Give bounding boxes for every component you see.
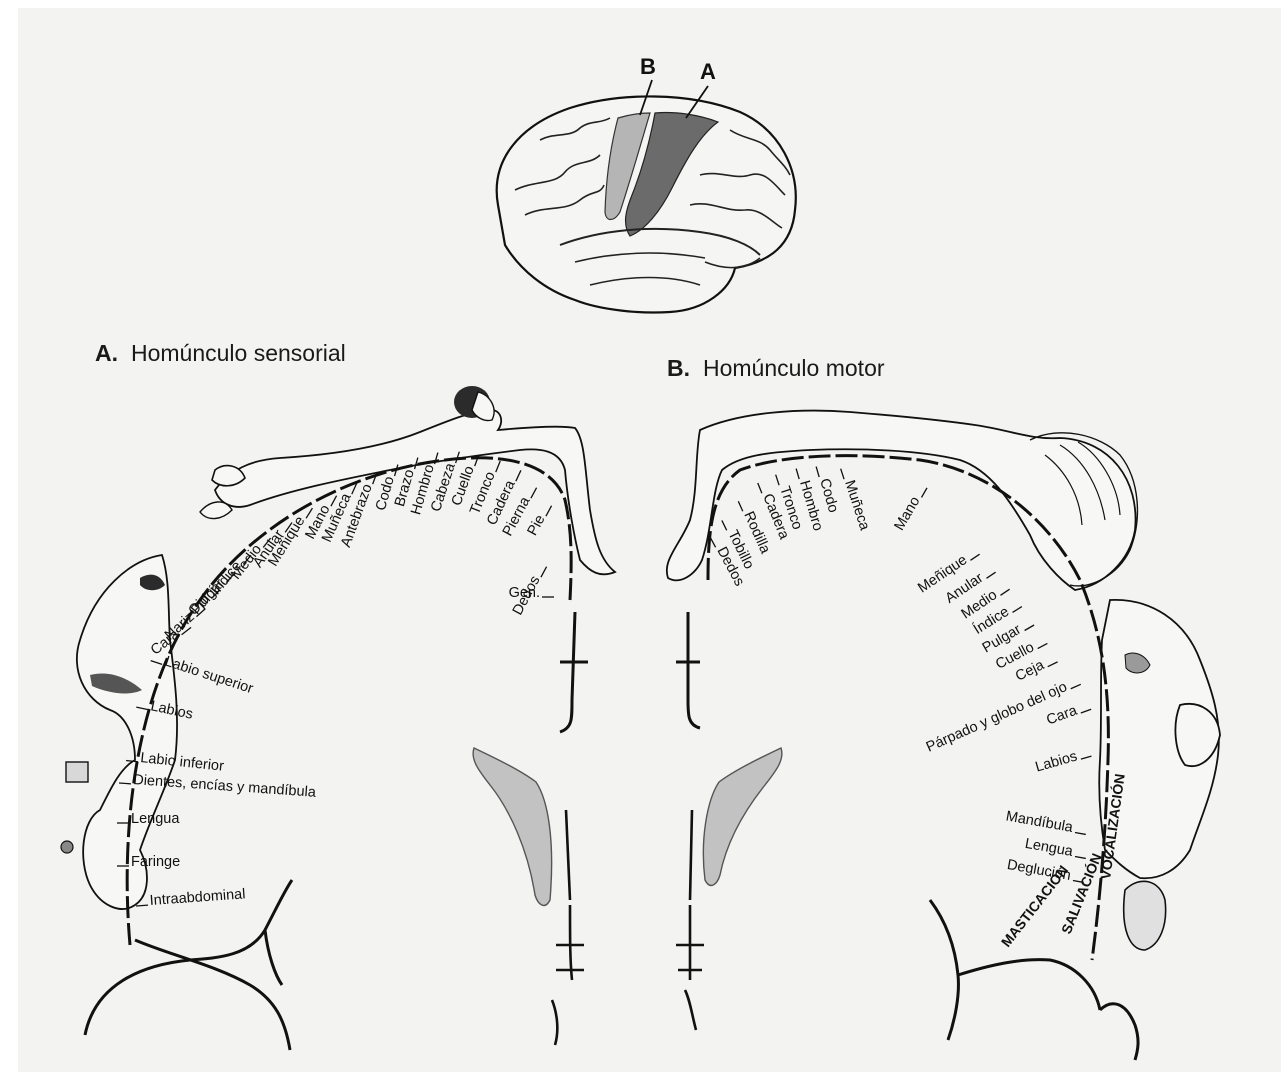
sensory-label-faringe-27: Faringe — [131, 854, 180, 870]
sensory-title-letter: A. — [95, 340, 118, 366]
label-b: B — [640, 54, 656, 79]
sensory-title: Homúnculo sensorial — [131, 340, 346, 366]
motor-title-letter: B. — [667, 355, 690, 381]
sensory-label-lengua-26: Lengua — [131, 811, 180, 827]
sensory-tick-28 — [136, 905, 148, 906]
label-a: A — [700, 59, 716, 84]
sensory-tick-25 — [119, 783, 131, 784]
motor-title: Homúnculo motor — [703, 355, 885, 381]
